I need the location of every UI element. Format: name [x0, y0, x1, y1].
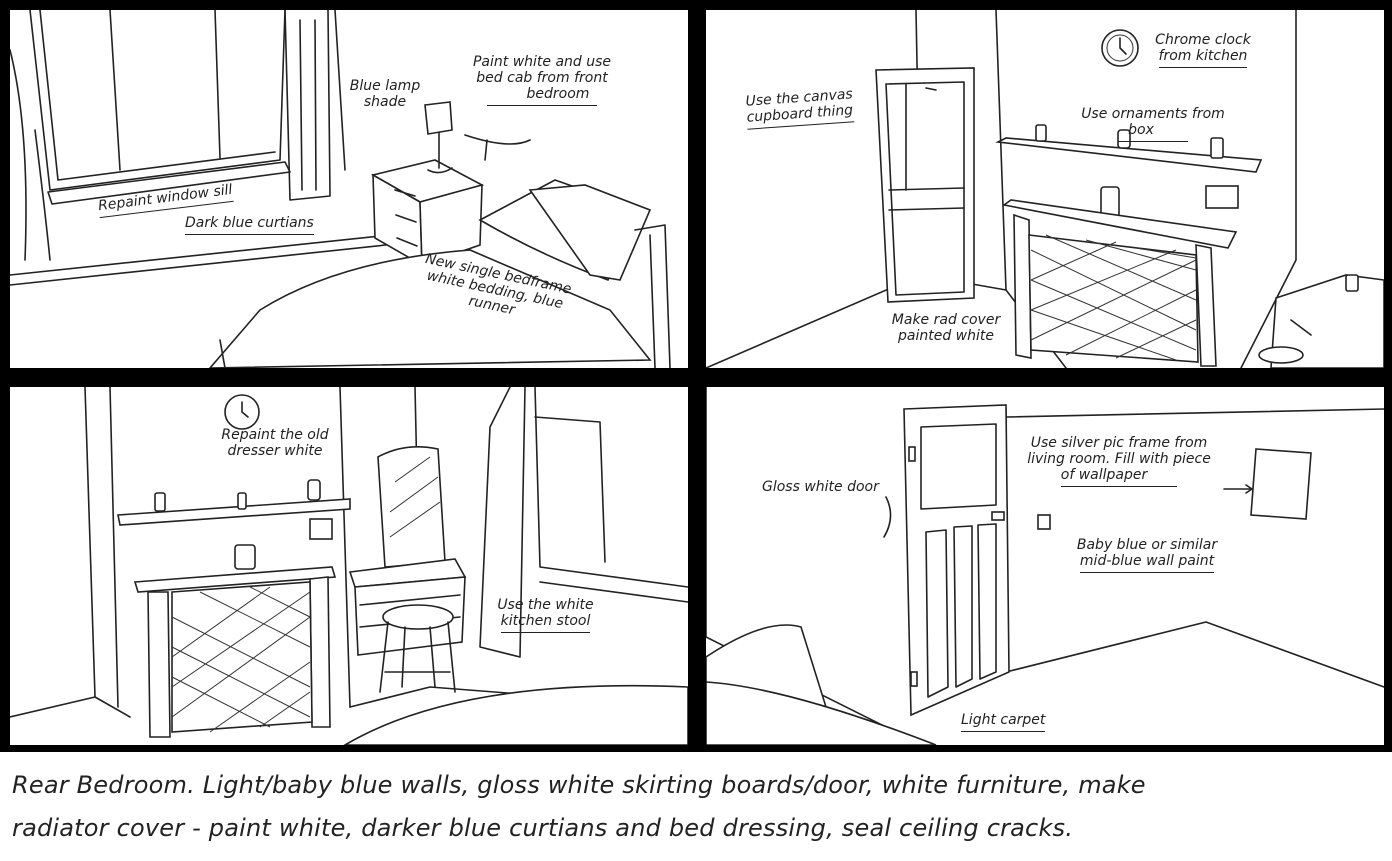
bedroom-sketch-dresser-stool: [10, 387, 688, 745]
bedroom-sketch-wardrobe-fireplace: [706, 10, 1384, 368]
note-dark-blue-curtains: Dark blue curtians: [185, 215, 314, 236]
bedroom-sketch-door-wall: [706, 387, 1384, 745]
caption-line-1: Rear Bedroom. Light/baby blue walls, glo…: [12, 771, 1146, 799]
note-light-carpet: Light carpet: [961, 712, 1046, 733]
note-gloss-white-door: Gloss white door: [762, 479, 879, 495]
panel-bottom-right: Gloss white door Use silver pic frame fr…: [706, 387, 1384, 745]
bedroom-sketch-window-bed: [10, 10, 671, 368]
caption-line-2: radiator cover - paint white, darker blu…: [12, 814, 1074, 842]
storyboard-caption: Rear Bedroom. Light/baby blue walls, glo…: [12, 764, 1384, 850]
